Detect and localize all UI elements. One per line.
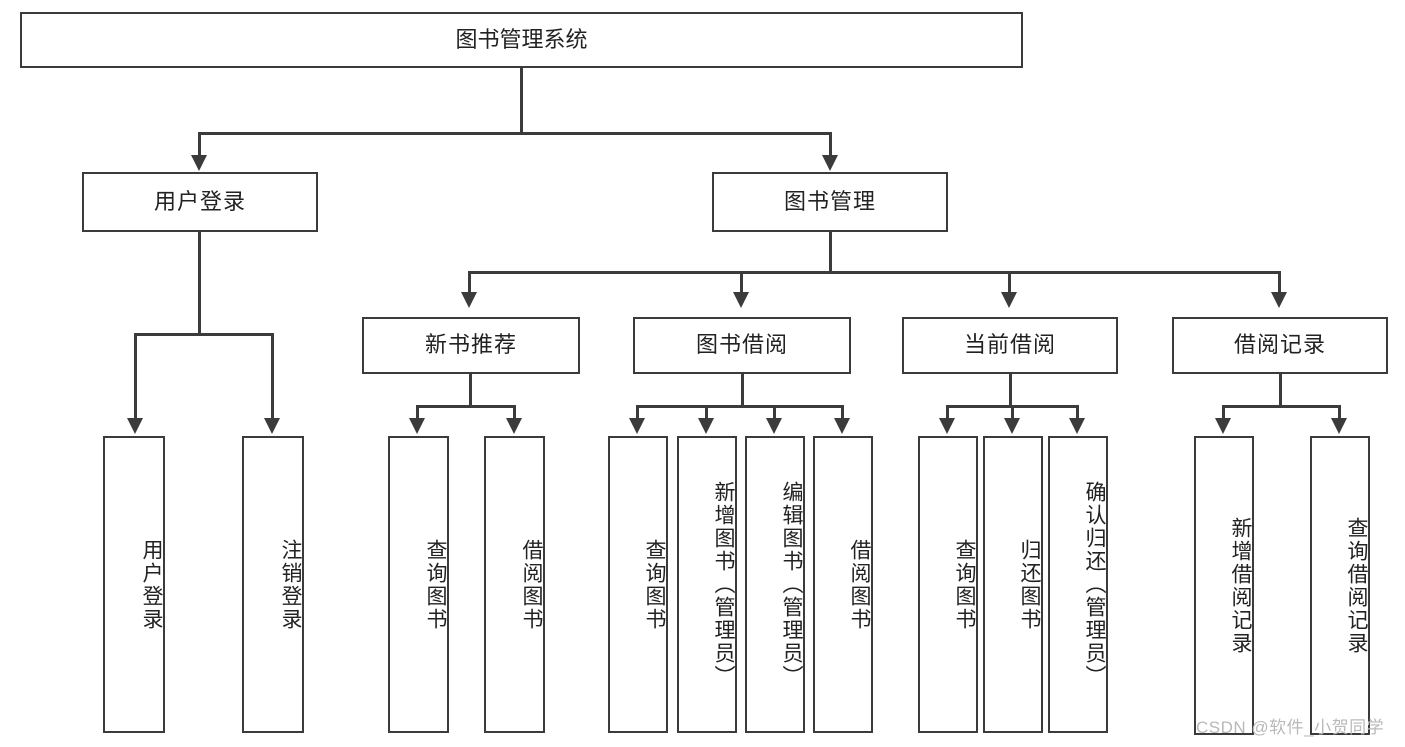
connector-book-borrow-bus bbox=[636, 405, 844, 408]
node-label: 新书推荐 bbox=[424, 332, 517, 358]
connector-book-management-bus bbox=[468, 271, 1280, 274]
leaf-new-book-query-book[interactable]: 查询图书 bbox=[388, 436, 449, 733]
arrowhead-book-borrow-leaf3 bbox=[766, 418, 782, 434]
node-label: 图书管理 bbox=[783, 188, 876, 214]
node-label: 当前借阅 bbox=[963, 332, 1056, 358]
node-current-borrow[interactable]: 当前借阅 bbox=[902, 317, 1118, 374]
node-label: 编辑图书（管理员） bbox=[780, 481, 803, 688]
node-label: 图书管理系统 bbox=[455, 26, 588, 52]
node-label: 用户登录 bbox=[153, 188, 246, 214]
node-label: 借阅图书 bbox=[848, 538, 871, 631]
arrowhead-new-book-leaf2 bbox=[506, 418, 522, 434]
watermark-text: CSDN @软件_小贺同学 bbox=[1196, 718, 1385, 737]
node-label: 用户登录 bbox=[140, 538, 163, 631]
connector-user-login-leaf2 bbox=[271, 333, 274, 419]
node-label: 查询图书 bbox=[643, 538, 666, 631]
connector-bm-to-book-borrow bbox=[740, 271, 743, 293]
leaf-book-borrow-query-book[interactable]: 查询图书 bbox=[608, 436, 668, 733]
arrowhead-current-borrow-leaf1 bbox=[939, 418, 955, 434]
node-label: 借阅记录 bbox=[1233, 332, 1326, 358]
connector-current-borrow-leaf2 bbox=[1011, 405, 1014, 419]
connector-new-book-bus bbox=[416, 405, 515, 408]
arrowhead-book-borrow-leaf1 bbox=[629, 418, 645, 434]
leaf-borrow-record-add-record[interactable]: 新增借阅记录 bbox=[1194, 436, 1254, 735]
node-borrow-record[interactable]: 借阅记录 bbox=[1172, 317, 1388, 374]
connector-new-book-leaf1 bbox=[416, 405, 419, 419]
node-label: 查询图书 bbox=[424, 538, 447, 631]
connector-current-borrow-leaf1 bbox=[946, 405, 949, 419]
arrowhead-bm-to-borrow-record bbox=[1271, 292, 1287, 308]
connector-root-to-book-management bbox=[829, 132, 832, 156]
leaf-current-borrow-confirm-return-admin[interactable]: 确认归还（管理员） bbox=[1048, 436, 1108, 733]
arrowhead-user-login-leaf2 bbox=[264, 418, 280, 434]
leaf-book-borrow-borrow-book[interactable]: 借阅图书 bbox=[813, 436, 873, 733]
connector-book-borrow-stem bbox=[741, 374, 744, 408]
connector-root-stem bbox=[520, 68, 523, 134]
arrowhead-book-borrow-leaf2 bbox=[698, 418, 714, 434]
connector-bm-to-new-book bbox=[468, 271, 471, 293]
leaf-book-borrow-add-book-admin[interactable]: 新增图书（管理员） bbox=[677, 436, 737, 733]
arrowhead-bm-to-book-borrow bbox=[733, 292, 749, 308]
arrowhead-to-user-login bbox=[191, 155, 207, 171]
connector-new-book-stem bbox=[469, 374, 472, 408]
leaf-book-borrow-edit-book-admin[interactable]: 编辑图书（管理员） bbox=[745, 436, 805, 733]
connector-book-borrow-leaf4 bbox=[841, 405, 844, 419]
leaf-borrow-record-query-record[interactable]: 查询借阅记录 bbox=[1310, 436, 1370, 735]
arrowhead-to-book-management bbox=[822, 155, 838, 171]
connector-borrow-record-leaf2 bbox=[1338, 405, 1341, 419]
connector-user-login-leaf1 bbox=[134, 333, 137, 419]
leaf-user-login-login[interactable]: 用户登录 bbox=[103, 436, 165, 733]
node-label: 注销登录 bbox=[279, 538, 302, 631]
arrowhead-new-book-leaf1 bbox=[409, 418, 425, 434]
connector-root-to-user-login bbox=[198, 132, 201, 156]
node-label: 借阅图书 bbox=[520, 538, 543, 631]
leaf-user-login-logout[interactable]: 注销登录 bbox=[242, 436, 304, 733]
connector-borrow-record-stem bbox=[1279, 374, 1282, 408]
leaf-current-borrow-return-book[interactable]: 归还图书 bbox=[983, 436, 1043, 733]
node-book-management[interactable]: 图书管理 bbox=[712, 172, 948, 232]
node-book-borrow[interactable]: 图书借阅 bbox=[633, 317, 851, 374]
arrowhead-borrow-record-leaf2 bbox=[1331, 418, 1347, 434]
connector-book-borrow-leaf1 bbox=[636, 405, 639, 419]
node-new-book-recommend[interactable]: 新书推荐 bbox=[362, 317, 580, 374]
node-label: 归还图书 bbox=[1018, 538, 1041, 631]
arrowhead-user-login-leaf1 bbox=[127, 418, 143, 434]
node-label: 新增图书（管理员） bbox=[712, 481, 735, 688]
node-label: 确认归还（管理员） bbox=[1083, 481, 1106, 688]
connector-user-login-bus bbox=[134, 333, 273, 336]
connector-user-login-stem bbox=[198, 232, 201, 335]
arrowhead-bm-to-new-book bbox=[461, 292, 477, 308]
node-user-login[interactable]: 用户登录 bbox=[82, 172, 318, 232]
arrowhead-current-borrow-leaf3 bbox=[1069, 418, 1085, 434]
node-label: 图书借阅 bbox=[695, 332, 788, 358]
node-label: 新增借阅记录 bbox=[1229, 516, 1252, 655]
connector-borrow-record-bus bbox=[1222, 405, 1341, 408]
leaf-current-borrow-query-book[interactable]: 查询图书 bbox=[918, 436, 978, 733]
connector-book-management-stem bbox=[829, 232, 832, 274]
connector-bm-to-current-borrow bbox=[1008, 271, 1011, 293]
connector-current-borrow-stem bbox=[1009, 374, 1012, 408]
connector-book-borrow-leaf3 bbox=[773, 405, 776, 419]
node-root-book-management-system[interactable]: 图书管理系统 bbox=[20, 12, 1023, 68]
arrowhead-borrow-record-leaf1 bbox=[1215, 418, 1231, 434]
arrowhead-book-borrow-leaf4 bbox=[834, 418, 850, 434]
connector-book-borrow-leaf2 bbox=[705, 405, 708, 419]
connector-bm-to-borrow-record bbox=[1278, 271, 1281, 293]
connector-new-book-leaf2 bbox=[513, 405, 516, 419]
connector-borrow-record-leaf1 bbox=[1222, 405, 1225, 419]
arrowhead-current-borrow-leaf2 bbox=[1004, 418, 1020, 434]
node-label: 查询图书 bbox=[953, 538, 976, 631]
node-label: 查询借阅记录 bbox=[1345, 516, 1368, 655]
connector-current-borrow-leaf3 bbox=[1076, 405, 1079, 419]
leaf-new-book-borrow-book[interactable]: 借阅图书 bbox=[484, 436, 545, 733]
arrowhead-bm-to-current-borrow bbox=[1001, 292, 1017, 308]
connector-root-bus bbox=[198, 132, 832, 135]
